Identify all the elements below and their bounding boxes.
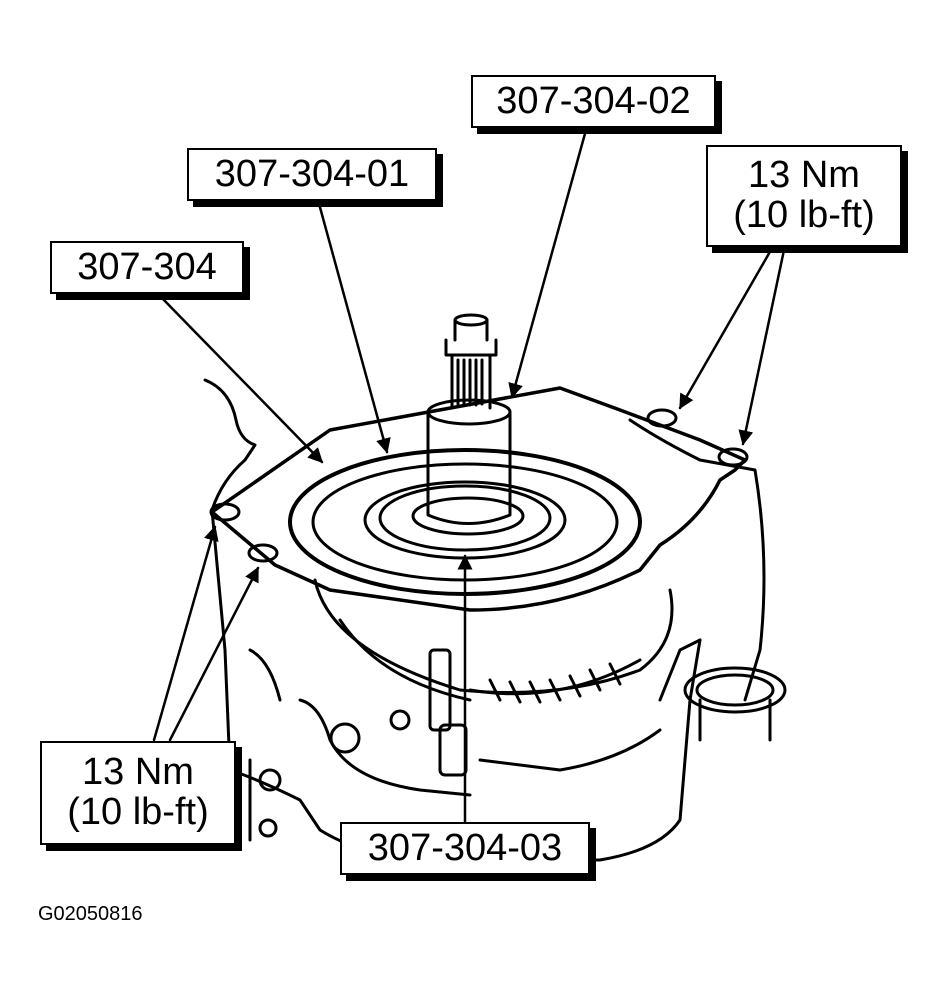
callout-307-304-01: 307-304-01	[187, 148, 437, 201]
leader-307-304-02	[508, 128, 588, 399]
torque-right-metric: 13 Nm	[748, 154, 860, 197]
bolt-right-1	[646, 408, 678, 428]
bolt-left-2	[247, 543, 279, 563]
bolt-left-1	[209, 502, 241, 522]
callout-307-304-02: 307-304-02	[471, 75, 716, 128]
bolt-right-2	[717, 447, 749, 467]
leader-torque-right-b	[738, 248, 786, 446]
leader-torque-right-a	[678, 248, 773, 410]
gear-stack	[313, 578, 674, 777]
bolts	[209, 408, 749, 563]
callout-307-304: 307-304	[50, 241, 244, 294]
leader-307-304	[158, 294, 324, 464]
torque-left-metric: 13 Nm	[82, 751, 194, 794]
leader-307-304-01	[316, 198, 391, 454]
callout-307-304-03: 307-304-03	[340, 822, 590, 875]
leader-torque-left-a	[152, 525, 219, 742]
callout-torque-right: 13 Nm (10 lb-ft)	[706, 145, 902, 247]
tool-plate	[210, 386, 747, 612]
leader-lines	[152, 128, 786, 824]
leader-torque-left-b	[168, 566, 260, 742]
callout-torque-left: 13 Nm (10 lb-ft)	[40, 741, 236, 845]
figure-id: G02050816	[38, 903, 143, 925]
output-hub	[683, 666, 787, 742]
tool-sleeve	[426, 313, 512, 525]
torque-right-imperial: (10 lb-ft)	[733, 194, 875, 236]
torque-left-imperial: (10 lb-ft)	[67, 791, 209, 833]
transmission-case	[203, 378, 766, 862]
